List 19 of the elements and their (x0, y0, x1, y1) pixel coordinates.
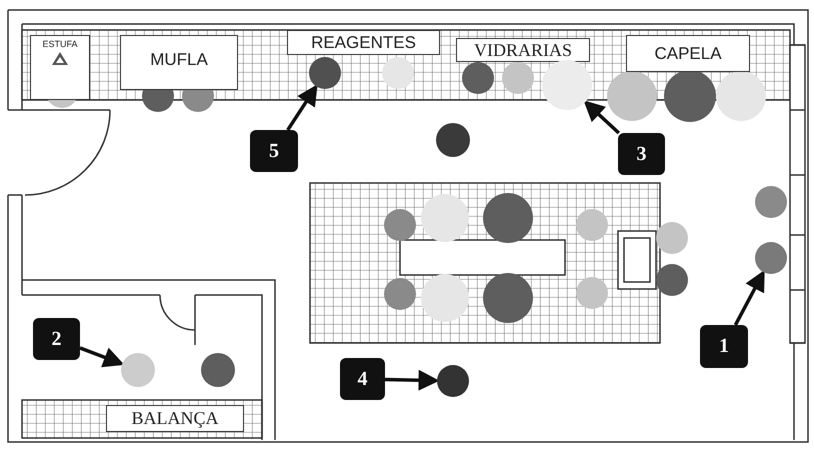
arrow (286, 84, 318, 131)
equipment-label: CAPELA (626, 35, 750, 72)
equipment-label: VIDRARIAS (456, 38, 590, 62)
callout-number: 3 (618, 133, 665, 175)
callout-number: 4 (340, 358, 385, 400)
callout-number: 2 (33, 318, 80, 360)
equipment-label: BALANÇA (106, 405, 244, 432)
arrow (584, 100, 620, 134)
equipment-label: REAGENTES (287, 30, 440, 55)
position-circle (755, 242, 787, 274)
arrow (734, 270, 765, 326)
equipment-label: ESTUFA (30, 35, 90, 100)
position-circle (121, 353, 155, 387)
arrow (79, 346, 124, 368)
callout-number: 5 (250, 130, 298, 172)
equipment-label: MUFLA (120, 35, 238, 90)
position-circle (437, 365, 469, 397)
arrow (384, 370, 440, 391)
callout-number: 1 (700, 325, 748, 368)
